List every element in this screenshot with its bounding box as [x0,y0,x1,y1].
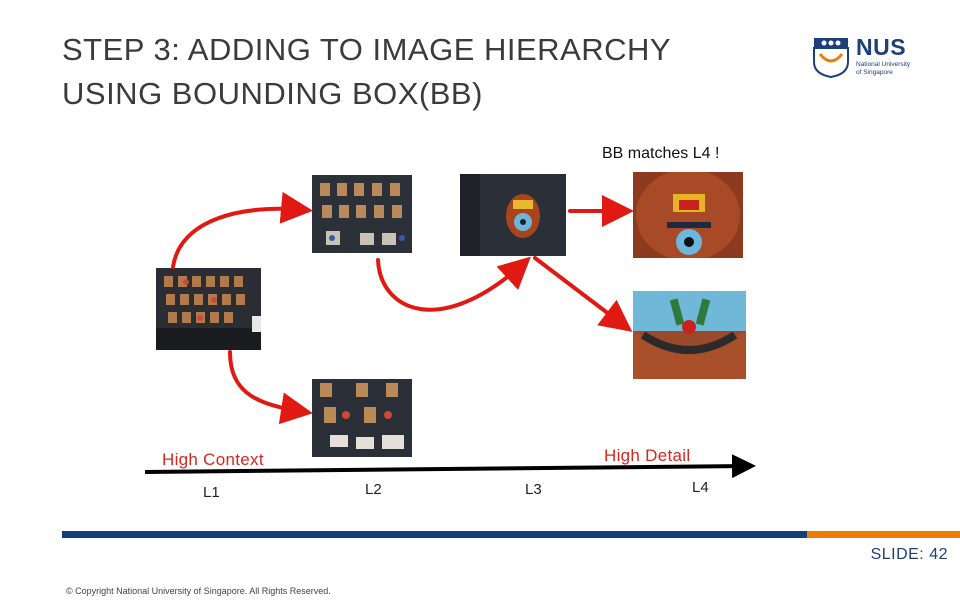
logo-subtitle-line-1: National University [856,61,911,68]
level-l3-label: L3 [525,481,542,498]
l4-crest-top-image [633,172,743,258]
l4-crest-bottom-image [633,291,746,379]
nus-crest-icon [813,38,849,78]
arrow-l1-to-l2-upper [171,191,313,269]
arrow-l1-to-l2-lower [228,350,313,425]
context-detail-axis [144,454,756,479]
arrow-l3-to-l4-bottom [533,256,633,332]
footer-orange-bar [807,531,960,538]
high-context-label: High Context [162,450,264,469]
logo-wordmark: NUS [856,34,907,60]
title-line-1: STEP 3: ADDING TO IMAGE HIERARCHY [62,32,672,67]
logo-subtitle: National University of Singapore [856,61,926,77]
l2-upper-plaques-image [312,175,412,253]
l3-single-crest-image [460,174,566,256]
bb-annotation: BB matches L4 ! [602,145,720,162]
level-l1-label: L1 [203,484,220,501]
high-detail-label: High Detail [604,446,691,465]
slide-number: SLIDE: 42 [870,546,948,563]
l1-wall-plaques-image [156,268,261,350]
arrow-l2-to-l3 [376,256,531,312]
copyright-notice: © Copyright National University of Singa… [66,586,331,596]
l2-lower-plaques-image [312,379,412,457]
level-l4-label: L4 [692,479,709,496]
nus-logo: NUS National University of Singapore [812,34,922,80]
logo-subtitle-line-2: of Singapore [856,69,893,76]
title-line-2: USING BOUNDING BOX(BB) [62,76,483,111]
footer-blue-bar [62,531,807,538]
slide-title: STEP 3: ADDING TO IMAGE HIERARCHY USING … [62,28,671,116]
level-l2-label: L2 [365,481,382,498]
